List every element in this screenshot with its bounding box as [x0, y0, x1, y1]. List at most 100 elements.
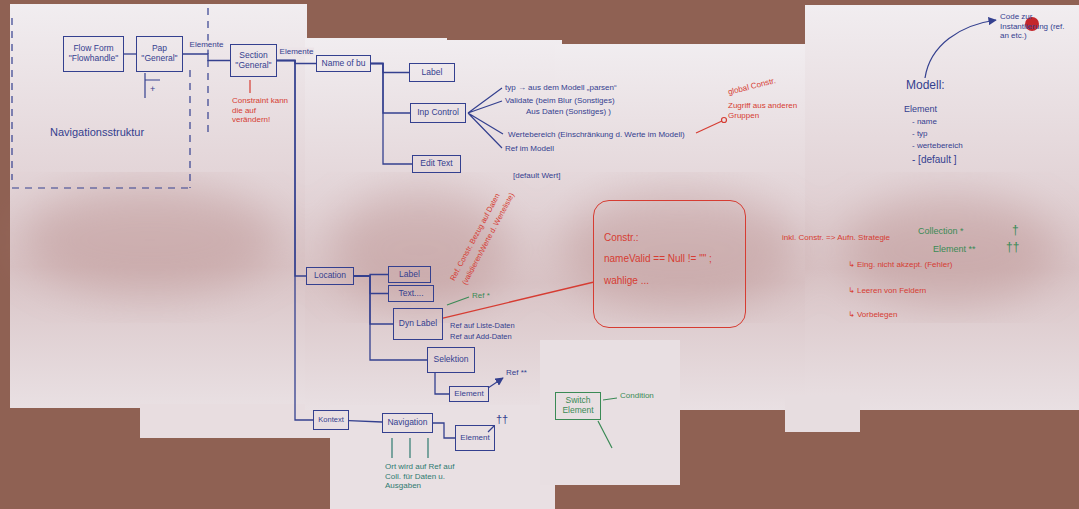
connector	[433, 423, 455, 438]
leader-line	[488, 426, 494, 432]
annotation: Ref auf Liste-Daten	[450, 321, 515, 330]
annotation: - typ	[912, 129, 928, 139]
node-text: Navigation	[387, 418, 428, 428]
annotation: Ort wird auf Ref auf Coll. für Daten u. …	[385, 462, 467, 491]
leader-line	[447, 297, 469, 305]
smudges	[20, 185, 1060, 310]
connector	[354, 276, 388, 294]
model-arrow	[925, 20, 996, 78]
connector	[124, 53, 136, 54]
annotation: Validate (beim Blur (Sonstiges)	[505, 96, 615, 106]
annotation: Modell:	[906, 78, 945, 92]
switch-box: Switch Element	[555, 392, 601, 420]
annotation: ↳ Eing. nicht akzept. (Fehler)	[848, 260, 953, 270]
paper-sheet	[785, 395, 860, 432]
node-text: "General"	[235, 61, 272, 71]
annotation: †	[1012, 223, 1019, 237]
paper-sheet	[540, 340, 680, 485]
node-text: Switch Element	[560, 396, 596, 416]
process-box: Kontext	[313, 410, 349, 430]
annotation: ↳ Leeren von Feldern	[848, 286, 926, 296]
ink-dot	[722, 118, 727, 123]
node-text: Dyn Label	[398, 319, 438, 329]
connector	[349, 421, 382, 422]
annotation: - name	[912, 117, 937, 127]
node-text: Selektion	[432, 355, 470, 365]
tick-line	[145, 73, 160, 98]
annotation: inkl. Constr. => Aufn. Strategie	[782, 233, 890, 243]
node-text: Kontext	[318, 416, 344, 425]
process-box: Section"General"	[230, 44, 277, 77]
annotation: ††	[496, 413, 508, 426]
node-text: Label	[393, 270, 426, 280]
annotation: Element	[904, 104, 937, 115]
annotation: [default Wert]	[513, 171, 560, 181]
process-box: Text....	[388, 285, 434, 302]
annotation: Collection *	[918, 226, 964, 237]
connector	[277, 61, 313, 421]
smudge	[20, 185, 280, 295]
annotation: Navigationsstruktur	[50, 126, 144, 139]
annotation: Zugriff aus anderen Gruppen	[728, 101, 798, 120]
node-text: Text....	[393, 289, 429, 299]
constraint-box: Constr.: nameValid == Null != "" ; wahlige…	[593, 200, 746, 328]
annotation: Ref **	[506, 368, 527, 378]
node-text: Edit Text	[417, 159, 456, 169]
edge-label: Elemente	[279, 47, 315, 56]
node-text: Inp Control	[415, 108, 461, 118]
process-box: Element	[449, 386, 489, 402]
process-box: Selektion	[427, 347, 475, 373]
annotation: Aus Daten (Sonstiges) )	[526, 107, 611, 117]
process-box: Label	[409, 63, 455, 82]
annotation: Element **	[933, 244, 976, 255]
dashed-region	[12, 18, 190, 188]
node-text: "Flowhandle"	[68, 54, 119, 64]
process-box: Label	[388, 266, 431, 283]
connector	[371, 64, 409, 73]
dashed-divider	[207, 8, 208, 135]
leader-line	[696, 121, 722, 133]
node-text: nameValid == Null != "" ;	[604, 253, 735, 265]
node-text: Label	[414, 68, 450, 78]
connector	[435, 373, 449, 394]
annotation: Ref *	[472, 291, 490, 301]
node-text: Location	[311, 271, 349, 281]
connector	[443, 282, 593, 318]
node-text: Flow Form	[68, 44, 119, 54]
node-text: Constr.:	[604, 232, 735, 244]
node-text: Element	[460, 433, 490, 442]
connector	[183, 54, 230, 61]
process-box: Inp Control	[410, 103, 466, 123]
edge-label: Elemente	[189, 41, 225, 50]
process-box: Pap"General"	[136, 36, 183, 72]
leader-line	[392, 438, 428, 458]
annotation: - wertebereich	[912, 141, 963, 151]
node-text: Element	[454, 389, 484, 398]
annotation: - [default ]	[912, 154, 956, 166]
leader-line	[468, 88, 503, 148]
paper-sheet	[805, 5, 1079, 410]
annotation: ↳ Vorbelegen	[848, 310, 897, 320]
annotation: global Constr.	[727, 76, 777, 97]
connector	[371, 64, 412, 165]
annotation: Constraint kann die auf verändern!	[232, 96, 296, 125]
smudge	[840, 195, 1060, 305]
leader-arrow	[488, 378, 503, 388]
node-text: Section	[235, 51, 272, 61]
smudge	[560, 190, 800, 310]
node-text: wahlige ...	[604, 275, 735, 287]
process-box: Element	[455, 425, 495, 451]
annotation: +	[150, 84, 155, 95]
annotation: Wertebereich (Einschränkung d. Werte im …	[508, 130, 685, 140]
paper-sheets	[10, 4, 1079, 509]
paper-sheet	[140, 404, 332, 438]
annotation: typ → aus dem Modell „parsen“	[505, 83, 617, 93]
paper-sheet	[330, 405, 555, 509]
annotation: Condition	[620, 391, 654, 401]
process-box: Navigation	[382, 413, 433, 433]
